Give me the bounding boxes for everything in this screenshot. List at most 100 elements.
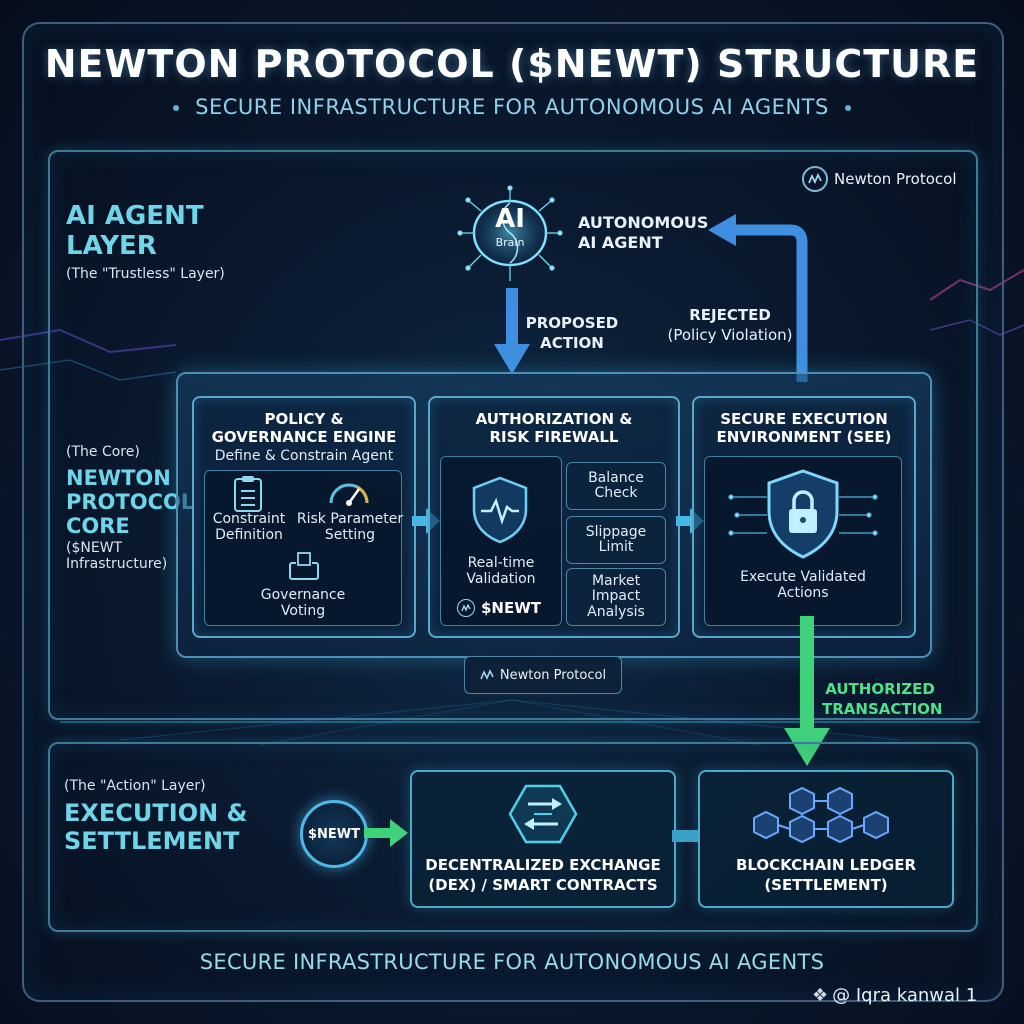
action-layer-note: (The "Action" Layer) bbox=[64, 778, 206, 794]
balance-line1: Balance bbox=[588, 469, 644, 486]
page-title: NEWTON PROTOCOL ($NEWT) STRUCTURE bbox=[44, 42, 980, 86]
bullet-dot-left bbox=[173, 105, 180, 111]
dex-line1: DECENTRALIZED EXCHANGE bbox=[425, 856, 661, 874]
action-title-1: EXECUTION & bbox=[64, 799, 248, 827]
voting-line2: Voting bbox=[280, 603, 326, 620]
watermark: ❖@ Iqra kanwal 1 bbox=[812, 985, 977, 1006]
policy-title-1: POLICY & bbox=[264, 410, 344, 428]
see-inner-panel: Execute Validated Actions bbox=[704, 456, 902, 626]
blockchain-ledger-box: BLOCKCHAIN LEDGER (SETTLEMENT) bbox=[698, 770, 954, 908]
ledger-label: BLOCKCHAIN LEDGER (SETTLEMENT) bbox=[700, 856, 952, 895]
newton-logo-icon-small bbox=[480, 669, 494, 680]
newt-coin-token: $NEWT bbox=[300, 800, 368, 868]
agent-label-line2: AI AGENT bbox=[578, 233, 663, 252]
voting-line1: Governance bbox=[260, 587, 346, 603]
autonomous-agent-label: AUTONOMOUS AI AGENT bbox=[578, 213, 718, 253]
exec-line1: Execute Validated bbox=[740, 569, 866, 585]
firewall-title-2: RISK FIREWALL bbox=[489, 428, 619, 446]
core-title-1: NEWTON bbox=[66, 466, 171, 490]
core-infra-line2: Infrastructure) bbox=[66, 556, 168, 573]
brand-badge: Newton Protocol bbox=[802, 166, 957, 192]
firewall-title-1: AUTHORIZATION & bbox=[475, 410, 633, 428]
brain-ai-label: AI bbox=[495, 204, 525, 234]
proposed-line1: PROPOSED bbox=[525, 314, 619, 332]
market-line1: Market bbox=[591, 572, 641, 589]
policy-inner-panel: Constraint Definition Risk Parameter Set… bbox=[204, 470, 403, 626]
brand-name: Newton Protocol bbox=[834, 170, 957, 188]
slippage-line1: Slippage bbox=[585, 523, 647, 540]
brain-sub-label: Brain bbox=[495, 236, 525, 249]
authorization-firewall-module: AUTHORIZATION & RISK FIREWALL Real-time … bbox=[428, 396, 680, 638]
rejected-label: REJECTED (Policy Violation) bbox=[664, 306, 796, 345]
dex-label: DECENTRALIZED EXCHANGE (DEX) / SMART CON… bbox=[412, 856, 674, 895]
diamond-logo-icon: ❖ bbox=[812, 985, 829, 1006]
slippage-line2: Limit bbox=[598, 539, 634, 555]
arrow-coin-to-dex bbox=[364, 819, 408, 847]
authorized-transaction-label: AUTHORIZED TRANSACTION bbox=[822, 680, 942, 719]
agent-layer-heading: AI AGENT LAYER (The "Trustless" Layer) bbox=[66, 201, 225, 282]
dex-smart-contracts-box: DECENTRALIZED EXCHANGE (DEX) / SMART CON… bbox=[410, 770, 676, 908]
agent-core-panel bbox=[48, 150, 978, 720]
proposed-line2: ACTION bbox=[540, 333, 604, 352]
shield-pulse-icon bbox=[472, 476, 528, 544]
core-brand-tab: Newton Protocol bbox=[464, 656, 622, 694]
agent-layer-title-1: AI AGENT bbox=[66, 201, 204, 231]
core-layer-heading: (The Core) NEWTON PROTOCOL CORE ($NEWT I… bbox=[66, 444, 194, 572]
core-title-2: PROTOCOL bbox=[66, 490, 195, 515]
policy-governance-module: POLICY & GOVERNANCE ENGINE Define & Cons… bbox=[192, 396, 416, 638]
page-subtitle: SECURE INFRASTRUCTURE FOR AUTONOMOUS AI … bbox=[0, 95, 1024, 119]
risk-line1: Risk Parameter bbox=[296, 511, 404, 527]
rejected-arrow bbox=[708, 214, 808, 382]
rejected-line2: (Policy Violation) bbox=[667, 325, 793, 344]
secure-execution-module: SECURE EXECUTION ENVIRONMENT (SEE) Execu… bbox=[692, 396, 916, 638]
agent-layer-note: (The "Trustless" Layer) bbox=[66, 265, 225, 282]
core-layer-note: (The Core) bbox=[66, 444, 140, 460]
ledger-line1: BLOCKCHAIN LEDGER bbox=[735, 856, 917, 874]
dex-line2: (DEX) / SMART CONTRACTS bbox=[428, 875, 658, 894]
ai-brain-icon bbox=[457, 185, 563, 281]
connector-dex-to-ledger bbox=[672, 830, 698, 842]
action-layer-heading: (The "Action" Layer) EXECUTION & SETTLEM… bbox=[64, 778, 247, 855]
risk-line2: Setting bbox=[324, 527, 376, 544]
constraint-definition-label: Constraint Definition bbox=[205, 511, 293, 543]
exchange-hexagon-icon bbox=[508, 784, 578, 844]
balance-line2: Check bbox=[594, 485, 638, 501]
agent-label-line1: AUTONOMOUS bbox=[578, 213, 709, 232]
ballot-box-icon bbox=[289, 552, 319, 580]
gauge-icon bbox=[329, 483, 369, 506]
market-line2: Impact bbox=[591, 588, 641, 605]
proposed-action-arrow bbox=[494, 288, 530, 374]
constraint-line1: Constraint bbox=[212, 511, 286, 527]
proposed-action-label: PROPOSED ACTION bbox=[524, 314, 620, 353]
footer-tagline: SECURE INFRASTRUCTURE FOR AUTONOMOUS AI … bbox=[199, 950, 825, 974]
core-brand-tab-label: Newton Protocol bbox=[499, 667, 607, 683]
authorized-transaction-arrow bbox=[784, 616, 830, 766]
ledger-line2: (SETTLEMENT) bbox=[764, 875, 888, 894]
authorized-line1: AUTHORIZED bbox=[825, 680, 935, 698]
core-infra-line1: ($NEWT bbox=[66, 540, 123, 557]
watermark-text: @ Iqra kanwal 1 bbox=[832, 985, 978, 1006]
see-title-2: ENVIRONMENT (SEE) bbox=[716, 428, 892, 446]
market-line3: Analysis bbox=[587, 603, 645, 620]
exec-line2: Actions bbox=[777, 585, 829, 602]
action-layer-panel bbox=[48, 742, 978, 932]
bullet-dot-right bbox=[844, 105, 851, 111]
constraint-line2: Definition bbox=[215, 527, 283, 544]
realtime-validation-panel: Real-time Validation $NEWT bbox=[440, 456, 562, 626]
core-title-3: CORE bbox=[66, 514, 130, 539]
realtime-line1: Real-time bbox=[467, 555, 535, 571]
newt-token-badge: $NEWT bbox=[457, 599, 541, 617]
policy-subtitle: Define & Constrain Agent bbox=[214, 448, 394, 464]
see-title-1: SECURE EXECUTION bbox=[720, 410, 888, 428]
rejected-line1: REJECTED bbox=[689, 306, 771, 324]
policy-title-2: GOVERNANCE ENGINE bbox=[211, 428, 397, 446]
risk-parameter-label: Risk Parameter Setting bbox=[293, 511, 407, 543]
realtime-validation-label: Real-time Validation bbox=[441, 555, 561, 587]
subtitle-text: SECURE INFRASTRUCTURE FOR AUTONOMOUS AI … bbox=[195, 95, 829, 119]
realtime-line2: Validation bbox=[466, 571, 536, 588]
newton-logo-icon bbox=[802, 166, 828, 192]
agent-layer-title-2: LAYER bbox=[66, 230, 157, 261]
